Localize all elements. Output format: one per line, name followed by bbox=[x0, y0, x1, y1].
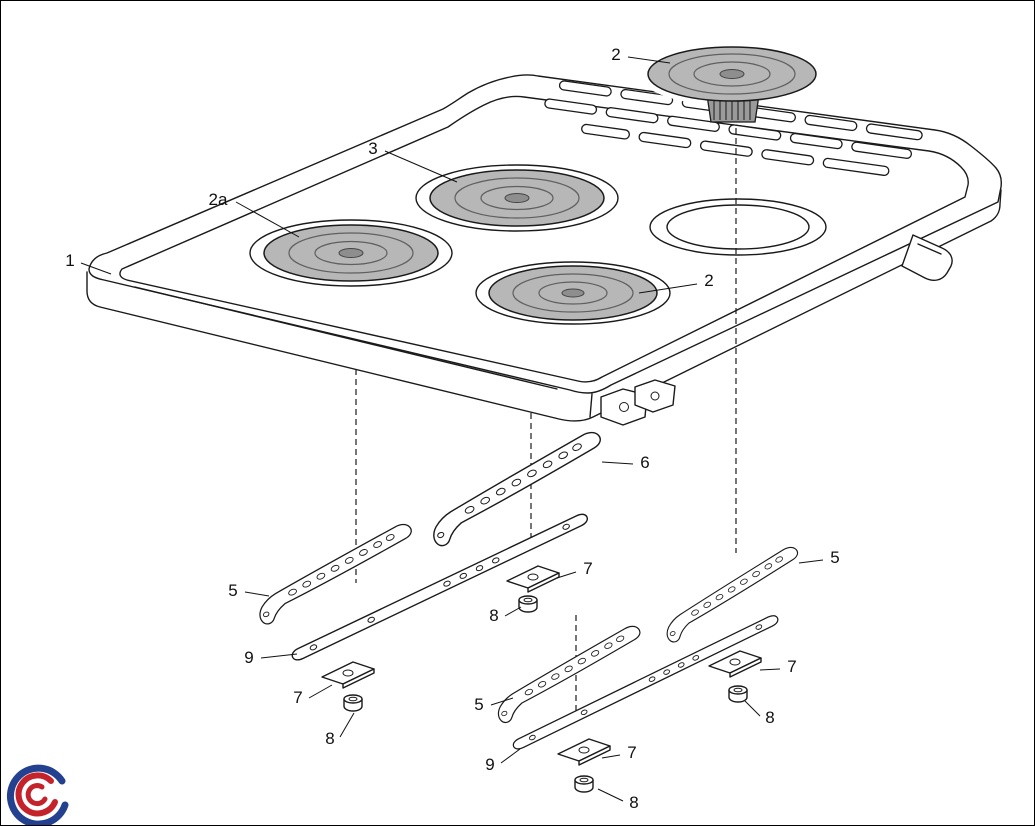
burner-element-2-lifted bbox=[640, 44, 824, 123]
callout-5-left: 5 bbox=[228, 581, 270, 600]
cooktop-top-surface bbox=[88, 74, 1003, 394]
nut-8-d bbox=[574, 775, 594, 793]
callout-label: 2 bbox=[611, 45, 620, 64]
callout-9-a: 9 bbox=[244, 648, 298, 667]
callout-5-bottom: 5 bbox=[474, 695, 514, 714]
burner-element-2a bbox=[249, 219, 453, 287]
callout-label: 5 bbox=[830, 548, 839, 567]
callout-label: 7 bbox=[787, 657, 796, 676]
callout-5-right: 5 bbox=[798, 548, 840, 567]
callout-1: 1 bbox=[65, 251, 112, 275]
spacer-7-a bbox=[506, 565, 560, 593]
callout-label: 2a bbox=[209, 190, 228, 209]
callout-7-c: 7 bbox=[759, 657, 797, 676]
callout-label: 1 bbox=[65, 251, 74, 270]
nut-8-a bbox=[518, 595, 538, 613]
callout-6: 6 bbox=[601, 453, 650, 472]
callout-label: 7 bbox=[293, 688, 302, 707]
callout-label: 9 bbox=[485, 755, 494, 774]
callout-label: 8 bbox=[765, 708, 774, 727]
logo-inner-arc bbox=[25, 783, 48, 807]
burner-element-3 bbox=[415, 164, 619, 232]
spacer-7-c bbox=[708, 650, 762, 678]
cooktop-rim-line bbox=[134, 286, 558, 390]
support-bracket-5-bottom bbox=[487, 622, 651, 726]
callout-7-b: 7 bbox=[293, 684, 333, 707]
cooktop-inner-rim bbox=[119, 95, 969, 383]
callout-2-mid: 2 bbox=[638, 271, 714, 294]
callout-label: 3 bbox=[368, 139, 377, 158]
callout-label: 9 bbox=[244, 648, 253, 667]
callout-8-c: 8 bbox=[744, 700, 775, 727]
callout-3: 3 bbox=[368, 139, 458, 183]
right-side-tab-line bbox=[917, 243, 942, 255]
callout-label: 7 bbox=[583, 559, 592, 578]
callout-7-d: 7 bbox=[601, 743, 637, 762]
logo-middle-arc bbox=[15, 772, 58, 817]
callout-label: 2 bbox=[704, 271, 713, 290]
nut-8-b bbox=[343, 694, 363, 712]
spacer-7-d bbox=[557, 738, 611, 766]
callout-2-top: 2 bbox=[611, 45, 671, 64]
burner-element-2-front bbox=[475, 261, 671, 325]
cooktop-front-face-edge bbox=[86, 189, 1002, 422]
burner-opening-right bbox=[649, 198, 827, 256]
spacer-7-b bbox=[321, 661, 375, 689]
callout-9-b: 9 bbox=[485, 748, 521, 774]
callout-label: 7 bbox=[627, 743, 636, 762]
callout-label: 8 bbox=[629, 793, 638, 812]
right-side-tab bbox=[901, 234, 953, 281]
callout-7-a: 7 bbox=[556, 559, 593, 579]
front-corner-fold bbox=[589, 393, 593, 418]
nut-8-c bbox=[728, 685, 748, 703]
callout-label: 8 bbox=[489, 606, 498, 625]
callout-label: 5 bbox=[228, 581, 237, 600]
mounting-plates-under-slab bbox=[600, 379, 676, 426]
brand-swirl-logo bbox=[6, 764, 69, 825]
callout-label: 8 bbox=[325, 729, 334, 748]
support-bracket-6 bbox=[421, 428, 614, 549]
logo-outer-arc bbox=[6, 764, 69, 825]
callout-label: 6 bbox=[640, 453, 649, 472]
callout-8-a: 8 bbox=[489, 606, 522, 625]
callout-label: 5 bbox=[474, 695, 483, 714]
support-bracket-5-right bbox=[656, 543, 809, 645]
cooktop-main-top bbox=[86, 74, 1003, 422]
callout-2a: 2a bbox=[209, 190, 300, 238]
callout-8-d: 8 bbox=[597, 788, 639, 812]
callout-8-b: 8 bbox=[325, 712, 355, 748]
